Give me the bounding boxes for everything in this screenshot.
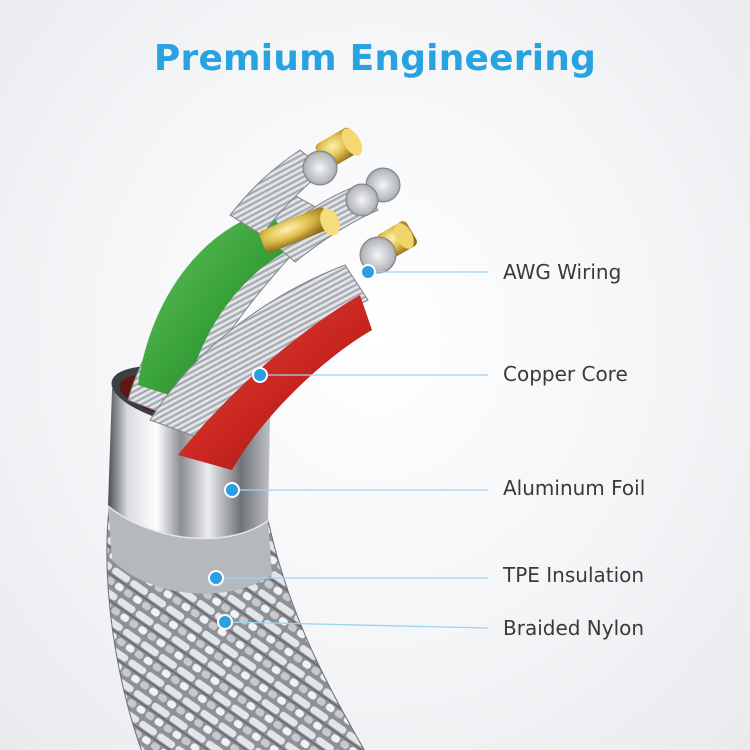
callout-label-awg-wiring: AWG Wiring — [503, 260, 622, 284]
tpe-insulation-band — [108, 505, 272, 594]
strand-ends — [302, 150, 401, 274]
green-wire — [138, 210, 292, 400]
callout-label-tpe-insulation: TPE Insulation — [503, 563, 645, 587]
callout-lines — [216, 271, 489, 629]
callout-dot-awg-wiring — [360, 264, 376, 280]
callout-label-aluminum-foil: Aluminum Foil — [503, 476, 646, 500]
callout-dots — [208, 264, 376, 630]
callout-label-braided-nylon: Braided Nylon — [503, 616, 645, 640]
page-title: Premium Engineering — [153, 38, 597, 79]
callout-dot-braided-nylon — [217, 614, 233, 630]
copper-core-tips — [259, 127, 417, 259]
callout-dot-copper-core — [252, 367, 268, 383]
red-wire — [178, 295, 372, 470]
callout-dot-tpe-insulation — [208, 570, 224, 586]
callout-dot-aluminum-foil — [224, 482, 240, 498]
callout-label-copper-core: Copper Core — [503, 362, 628, 386]
